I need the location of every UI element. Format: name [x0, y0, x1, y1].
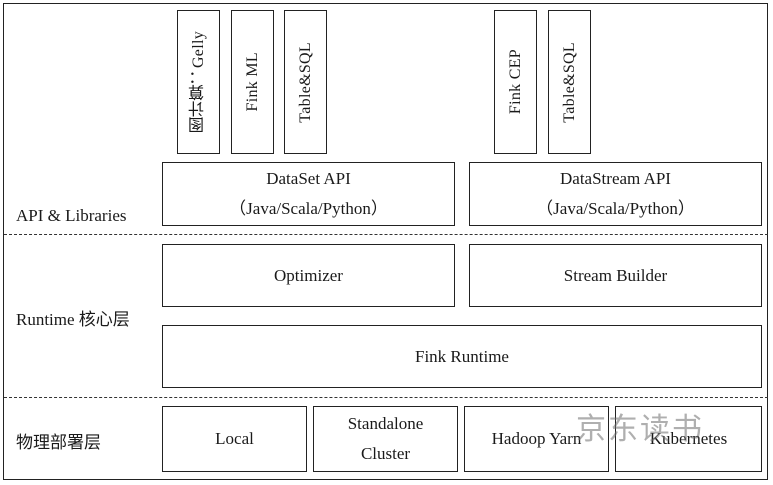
deploy-yarn-box: Hadoop Yarn	[464, 406, 609, 472]
datastream-api-box: DataStream API （Java/Scala/Python）	[469, 162, 762, 226]
deploy-kubernetes-label: Kubernetes	[649, 429, 728, 448]
deploy-standalone-box: Standalone Cluster	[313, 406, 458, 472]
optimizer-label: Optimizer	[274, 265, 343, 285]
library-fink-cep: Fink CEP	[494, 10, 537, 154]
architecture-frame	[3, 3, 768, 480]
divider-runtime-deploy	[4, 397, 768, 398]
dataset-api-langs: （Java/Scala/Python）	[229, 199, 388, 218]
optimizer-box: Optimizer	[162, 244, 455, 307]
dataset-api-box: DataSet API （Java/Scala/Python）	[162, 162, 455, 226]
datastream-api-langs: （Java/Scala/Python）	[536, 199, 695, 218]
fink-runtime-label: Fink Runtime	[415, 346, 509, 366]
deploy-local-box: Local	[162, 406, 307, 472]
library-table-sql-batch-label: Table&SQL	[296, 41, 314, 123]
library-fink-ml-label: Fink ML	[243, 52, 261, 112]
layer-label-runtime: Runtime 核心层	[16, 310, 130, 329]
library-gelly: 图计算：Gelly	[177, 10, 220, 154]
deploy-kubernetes-box: Kubernetes	[615, 406, 762, 472]
stream-builder-box: Stream Builder	[469, 244, 762, 307]
deploy-standalone-line1: Standalone	[347, 414, 424, 433]
divider-api-runtime	[4, 234, 768, 235]
library-table-sql-stream: Table&SQL	[548, 10, 591, 154]
library-fink-cep-label: Fink CEP	[506, 49, 524, 115]
library-table-sql-batch: Table&SQL	[284, 10, 327, 154]
dataset-api-name: DataSet API	[266, 169, 351, 188]
fink-runtime-box: Fink Runtime	[162, 325, 762, 388]
stream-builder-label: Stream Builder	[563, 265, 668, 285]
datastream-api-name: DataStream API	[560, 169, 671, 188]
library-table-sql-stream-label: Table&SQL	[560, 41, 578, 123]
deploy-yarn-label: Hadoop Yarn	[491, 429, 582, 448]
library-fink-ml: Fink ML	[231, 10, 274, 154]
library-gelly-label: 图计算：Gelly	[189, 30, 207, 134]
deploy-local-label: Local	[215, 429, 254, 448]
layer-label-deploy: 物理部署层	[16, 433, 101, 452]
deploy-standalone-line2: Cluster	[360, 444, 411, 463]
layer-label-api: API & Libraries	[16, 206, 127, 225]
